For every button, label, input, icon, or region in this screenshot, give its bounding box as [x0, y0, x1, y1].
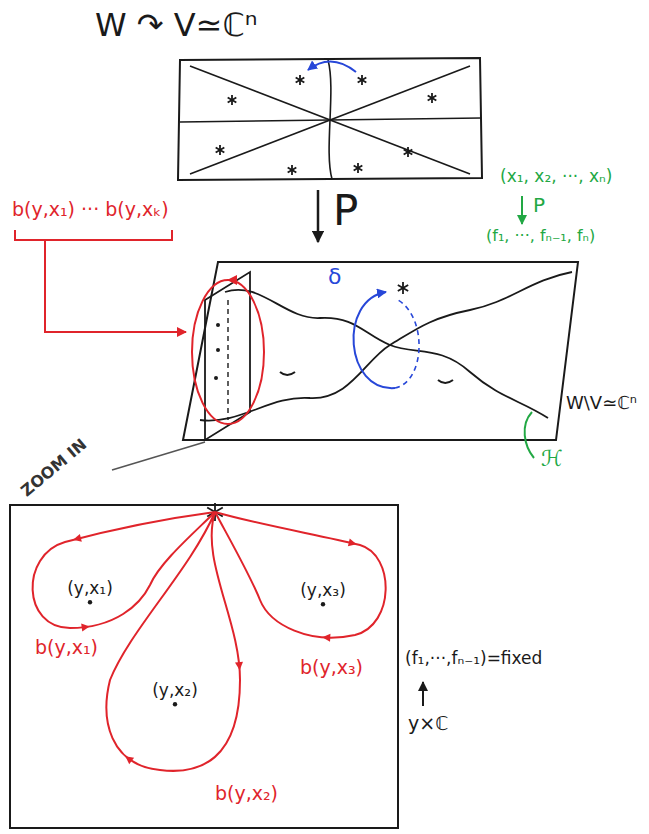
loop-path — [228, 280, 264, 424]
fixed-condition: (f₁,···,fₙ₋₁)=fixed — [405, 648, 542, 668]
loop-label: δ — [328, 264, 341, 290]
arrowhead — [73, 534, 82, 542]
asterisk-stroke — [228, 98, 237, 103]
arrowhead — [322, 634, 330, 642]
pointer-arrow — [45, 240, 186, 332]
asterisk-stroke — [354, 166, 363, 171]
fiber-point — [216, 348, 220, 352]
point-label: (y,x₂) — [152, 680, 198, 700]
loop-generators: b(y,x₁) ··· b(y,xₖ) — [12, 198, 169, 221]
arrowhead — [125, 756, 134, 764]
asterisk-stroke — [296, 78, 305, 83]
inclusion-arrow — [422, 682, 424, 706]
loop-path — [192, 280, 228, 424]
asterisk-stroke — [216, 148, 225, 153]
arrowhead — [235, 662, 243, 670]
invariant-tuple: (f₁, ···, fₙ₋₁, fₙ) — [486, 226, 595, 245]
leader-line — [525, 412, 534, 458]
loop-region: (y,x₃) — [268, 560, 378, 620]
asterisk-stroke — [296, 78, 305, 83]
asterisk-mark — [358, 75, 367, 85]
asterisk-mark — [228, 95, 237, 105]
puncture-point — [173, 702, 177, 706]
asterisk-stroke — [228, 98, 237, 103]
asterisk-mark — [216, 145, 225, 155]
zoom-note: ZOOM IN — [17, 435, 90, 501]
asterisk-mark — [288, 165, 297, 175]
asterisk-stroke — [404, 150, 413, 155]
loop-group — [33, 512, 215, 632]
reflection-arrow — [308, 61, 356, 72]
bracket — [15, 230, 172, 240]
map-label: P — [533, 193, 545, 217]
asterisk-stroke — [288, 168, 297, 173]
delta-loop — [354, 292, 395, 388]
asterisk-stroke — [404, 150, 413, 155]
projection-arrow — [317, 190, 320, 242]
asterisk-mark — [296, 75, 305, 85]
delta-loop — [395, 300, 419, 388]
asterisk-mark — [354, 163, 363, 173]
fiber-plane-fold — [227, 300, 228, 420]
fiber-panel — [10, 505, 398, 828]
asterisk-stroke — [216, 148, 225, 153]
asterisk-marks — [207, 75, 436, 521]
map-label: P — [333, 186, 358, 236]
loop-group — [107, 512, 243, 771]
cusp-mark — [280, 372, 295, 375]
asterisk-stroke — [398, 285, 408, 291]
quotient-panel — [183, 262, 578, 440]
point-label: (y,x₃) — [300, 580, 346, 600]
arrowhead — [81, 624, 89, 632]
asterisk-stroke — [428, 96, 437, 101]
puncture-point — [321, 602, 325, 606]
loop-path — [33, 512, 215, 628]
loop-label: b(y,x₂) — [215, 782, 278, 805]
fiber-label: y×ℂ — [408, 712, 448, 735]
asterisk-stroke — [358, 78, 367, 83]
loop-label: b(y,x₁) — [35, 636, 98, 659]
loop-group — [215, 512, 386, 642]
fiber-point — [214, 376, 218, 380]
asterisk-mark — [404, 147, 413, 157]
loop-region: (y,x₁) — [35, 558, 145, 618]
asterisk-mark — [398, 282, 408, 294]
space-panel — [178, 58, 482, 180]
loop-region: (y,x₂) — [120, 660, 230, 720]
discriminant-curve — [225, 290, 548, 418]
hypersurface-label: ℋ — [541, 446, 563, 472]
fiber-point — [216, 323, 220, 327]
asterisk-stroke — [288, 168, 297, 173]
asterisk-stroke — [354, 166, 363, 171]
reflection-hyperplane — [190, 66, 470, 174]
quotient-label: W\V≃ℂⁿ — [566, 392, 637, 414]
asterisk-stroke — [358, 78, 367, 83]
zoom-line — [112, 442, 205, 470]
asterisk-stroke — [398, 285, 408, 291]
point-label: (y,x₁) — [67, 578, 113, 598]
loop-label: b(y,x₃) — [300, 656, 363, 679]
loop-path — [107, 512, 240, 771]
cusp-mark — [438, 380, 453, 383]
space-title: W ↷ V≃ℂⁿ — [95, 6, 258, 44]
arrowhead — [348, 538, 357, 546]
reflection-hyperplane — [190, 66, 470, 174]
asterisk-stroke — [428, 96, 437, 101]
coordinate-tuple: (x₁, x₂, ···, xₙ) — [500, 166, 612, 186]
fiber-plane — [205, 272, 250, 440]
asterisk-mark — [428, 93, 437, 103]
puncture-point — [88, 600, 92, 604]
loop-path — [215, 512, 386, 638]
projection-arrow — [521, 196, 523, 224]
